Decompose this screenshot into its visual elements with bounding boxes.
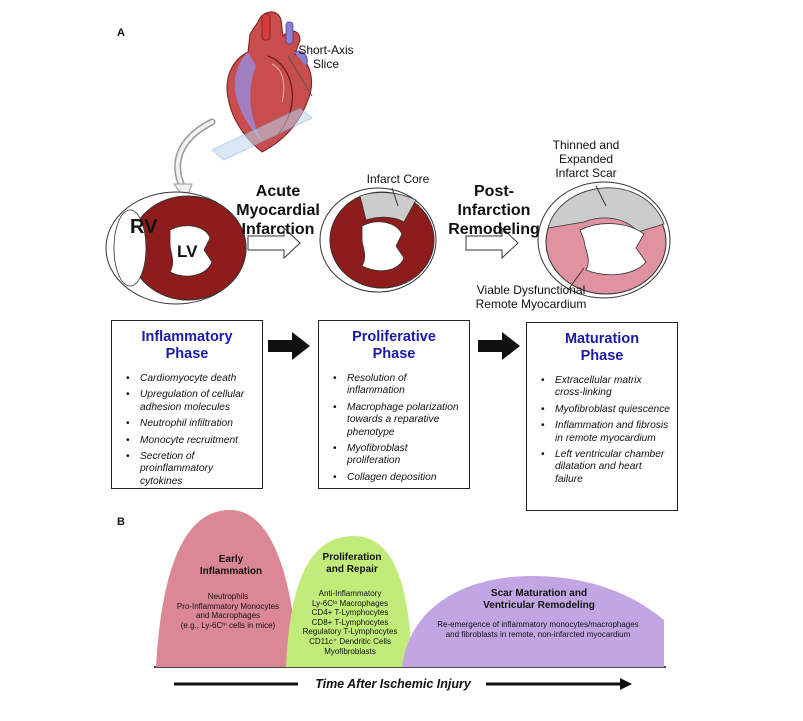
short-axis-slice-label: Short-Axis Slice <box>298 43 354 71</box>
list-item: Myofibroblast proliferation <box>333 443 463 468</box>
list-item: Neutrophil infiltration <box>126 418 256 431</box>
heart-slice-normal <box>105 191 247 305</box>
list-item: Inflammation and fibrosis in remote myoc… <box>541 420 671 445</box>
early-inflammation-title: Early Inflammation <box>199 554 263 577</box>
infarct-core-label: Infarct Core <box>366 172 430 186</box>
list-item: Myofibroblast quiescence <box>541 404 671 417</box>
rv-label: RV <box>130 216 158 238</box>
heart-illustration <box>211 11 313 161</box>
phase-box-maturation: Maturation Phase Extracellular matrix cr… <box>526 322 678 511</box>
early-inflammation-body: Neutrophils Pro-Inflammatory Monocytes a… <box>176 592 280 630</box>
thinned-scar-label: Thinned and Expanded Infarct Scar <box>552 138 620 180</box>
list-item: Macrophage polarization towards a repara… <box>333 402 463 439</box>
phase-box-proliferative: Proliferative Phase Resolution of inflam… <box>318 320 470 489</box>
phase-title: Proliferative Phase <box>352 329 436 362</box>
stage-remodeling-label: Post- Infarction Remodeling <box>448 183 540 238</box>
phase-title: Inflammatory Phase <box>141 329 233 362</box>
list-item: Upregulation of cellular adhesion molecu… <box>126 389 256 414</box>
viable-remote-label: Viable Dysfunctional Remote Myocardium <box>475 283 587 311</box>
phase-box-inflammatory: Inflammatory Phase Cardiomyocyte death U… <box>111 320 263 489</box>
proliferation-body: Anti-Inflammatory Ly-6Cˡᵒ Macrophages CD… <box>302 589 398 656</box>
list-item: Extracellular matrix cross-linking <box>541 375 671 400</box>
list-item: Collagen deposition <box>333 472 463 485</box>
heart-slice-remodeled <box>537 181 671 299</box>
list-item: Cardiomyocyte death <box>126 373 256 386</box>
phase-list: Resolution of inflammation Macrophage po… <box>319 373 469 485</box>
phase-title: Maturation Phase <box>564 331 640 364</box>
phase-list: Cardiomyocyte death Upregulation of cell… <box>112 373 262 488</box>
heart-slice-infarct <box>319 187 437 293</box>
panel-a-label: A <box>117 27 125 39</box>
list-item: Secretion of proinflammatory cytokines <box>126 451 256 488</box>
list-item: Monocyte recruitment <box>126 435 256 448</box>
scar-maturation-title: Scar Maturation and Ventricular Remodeli… <box>483 588 595 611</box>
list-item: Resolution of inflammation <box>333 373 463 398</box>
scar-maturation-body: Re-emergence of inflammatory monocytes/m… <box>437 620 639 639</box>
proliferation-title: Proliferation and Repair <box>322 552 382 575</box>
lv-label: LV <box>177 242 198 261</box>
list-item: Left ventricular chamber dilatation and … <box>541 449 671 486</box>
phase-list: Extracellular matrix cross-linking Myofi… <box>527 375 677 486</box>
timeline-label: Time After Ischemic Injury <box>315 677 471 691</box>
panel-b-label: B <box>117 516 125 528</box>
stage-acute-mi-label: Acute Myocardial Infarction <box>236 183 320 238</box>
